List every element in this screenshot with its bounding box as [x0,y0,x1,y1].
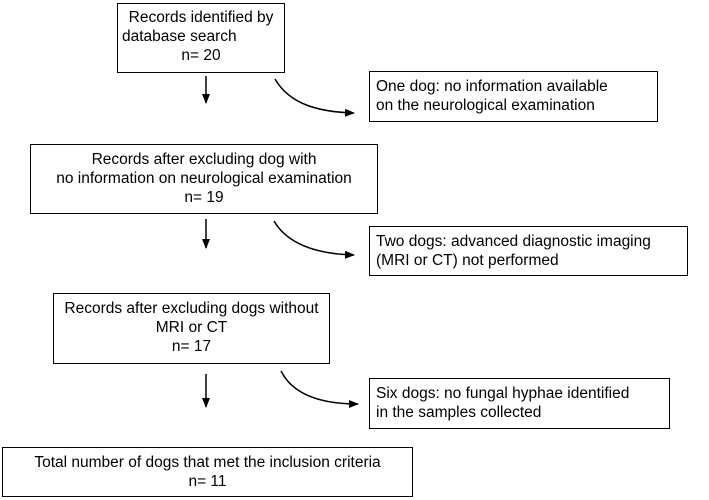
records-after-exclusion-2-box: Records after excluding dogs without MRI… [53,293,330,364]
count-label: n= 20 [181,47,221,64]
box-line: MRI or CT [155,319,228,336]
box-line: Total number of dogs that met the inclus… [34,454,381,471]
exclusion-box-1: One dog: no information available on the… [369,71,658,122]
box-line: Two dogs: advanced diagnostic imaging [376,233,651,250]
exclusion-arrow-1 [274,78,355,117]
records-after-exclusion-1-box: Records after excluding dog with no info… [30,144,378,214]
box-line: in the samples collected [376,404,542,421]
box-line: (MRI or CT) not performed [376,252,559,269]
count-label: n= 11 [188,473,227,490]
box-line: One dog: no information available [376,78,608,95]
box-line: database search [122,28,237,45]
box-line: Records after excluding dogs without [64,300,319,317]
box-line: Records after excluding dog with [91,151,317,168]
count-label: n= 17 [171,338,212,355]
exclusion-arrow-3 [280,370,359,408]
exclusion-box-2: Two dogs: advanced diagnostic imaging (M… [369,226,688,276]
inclusion-total-box: Total number of dogs that met the inclus… [2,447,413,497]
records-identified-box: Records identified by database search n=… [117,3,285,73]
box-line: no information on neurological examinati… [56,170,352,187]
box-line: on the neurological examination [376,97,595,114]
count-label: n= 19 [184,189,224,206]
exclusion-arrow-2 [273,220,355,259]
box-line: Records identified by [128,9,274,26]
exclusion-box-3: Six dogs: no fungal hyphae identified in… [369,378,670,429]
box-line: Six dogs: no fungal hyphae identified [376,385,630,402]
